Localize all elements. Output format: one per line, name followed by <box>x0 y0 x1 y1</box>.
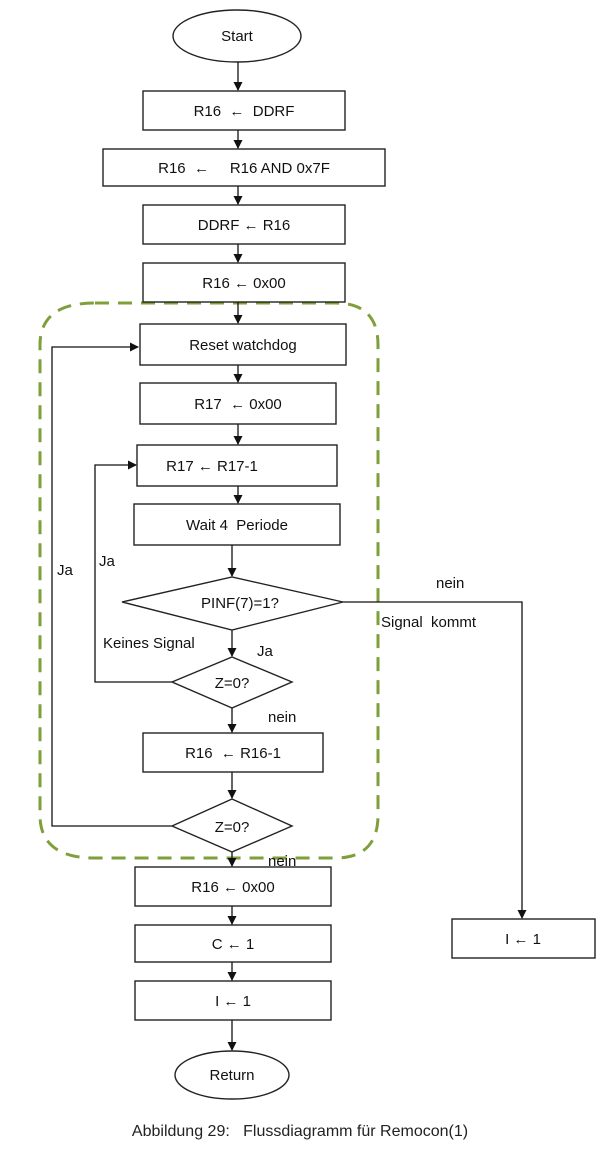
edge-outer-loop-back <box>51 342 172 827</box>
step-wait: Wait 4 Periode <box>133 503 341 546</box>
step-clear-r17: R17 ← 0x00 <box>139 382 337 425</box>
step-wait-label: Wait 4 Periode <box>186 517 288 534</box>
step-clear-r16-a-label: R16 ← 0x00 <box>202 275 285 292</box>
loop-region-outline <box>38 301 380 860</box>
step-r16-to-ddrf-label: DDRF ← R16 <box>198 217 291 234</box>
step-dec-r16-label: R16 ← R16-1 <box>185 745 281 762</box>
label-pinf-no: nein <box>436 575 464 592</box>
decision-z-outer: Z=0? <box>170 798 294 853</box>
return-label: Return <box>209 1067 254 1084</box>
edge-labels: nein Signal kommt Keines Signal Ja Ja ne… <box>57 553 477 870</box>
decision-z-inner-label: Z=0? <box>215 675 250 692</box>
step-mask-r16-label: R16 ← R16 AND 0x7F <box>158 160 330 177</box>
step-dec-r17-label: R17 ← R17-1 <box>166 458 258 475</box>
decision-z-inner: Z=0? <box>170 656 294 709</box>
decision-z-outer-label: Z=0? <box>215 819 250 836</box>
step-clear-r16-a: R16 ← 0x00 <box>142 262 346 303</box>
step-reset-watchdog: Reset watchdog <box>139 323 347 366</box>
edge-signal-path <box>343 601 527 919</box>
step-set-i-main-label: I ← 1 <box>215 993 251 1010</box>
label-pinf-yes: Ja <box>257 643 274 660</box>
step-set-i-main: I ← 1 <box>134 980 332 1021</box>
step-mask-r16: R16 ← R16 AND 0x7F <box>102 148 386 187</box>
label-inner-yes: Ja <box>99 553 116 570</box>
step-set-c: C ← 1 <box>134 924 332 963</box>
step-set-i-signal: I ← 1 <box>451 918 596 959</box>
start-terminal: Start <box>172 9 302 63</box>
label-outer-yes: Ja <box>57 562 74 579</box>
decision-pinf: PINF(7)=1? <box>121 576 344 631</box>
start-label: Start <box>221 28 254 45</box>
edge-inner-loop-back <box>94 460 172 683</box>
step-dec-r16: R16 ← R16-1 <box>142 732 324 773</box>
step-ddrf-to-r16-label: R16 ← DDRF <box>194 103 295 120</box>
step-set-i-signal-label: I ← 1 <box>505 931 541 948</box>
step-r16-to-ddrf: DDRF ← R16 <box>142 204 346 245</box>
step-reset-watchdog-label: Reset watchdog <box>189 337 297 354</box>
label-signal-comes: Signal kommt <box>381 614 477 631</box>
decision-pinf-label: PINF(7)=1? <box>201 595 279 612</box>
step-clear-r17-label: R17 ← 0x00 <box>194 396 282 413</box>
label-inner-no: nein <box>268 709 296 726</box>
edges <box>51 62 527 1051</box>
step-dec-r17: R17 ← R17-1 <box>136 444 338 487</box>
step-clear-r16-b: R16 ← 0x00 <box>134 866 332 907</box>
step-set-c-label: C ← 1 <box>212 936 255 953</box>
figure-caption: Abbildung 29: Flussdiagramm für Remocon(… <box>131 1123 469 1140</box>
step-clear-r16-b-label: R16 ← 0x00 <box>191 879 274 896</box>
label-outer-no: nein <box>268 853 296 870</box>
return-terminal: Return <box>174 1050 290 1100</box>
nodes: Start R16 ← DDRF R16 ← R16 AND 0x7F DDRF… <box>102 9 596 1100</box>
label-no-signal: Keines Signal <box>103 635 195 652</box>
step-ddrf-to-r16: R16 ← DDRF <box>142 90 346 131</box>
